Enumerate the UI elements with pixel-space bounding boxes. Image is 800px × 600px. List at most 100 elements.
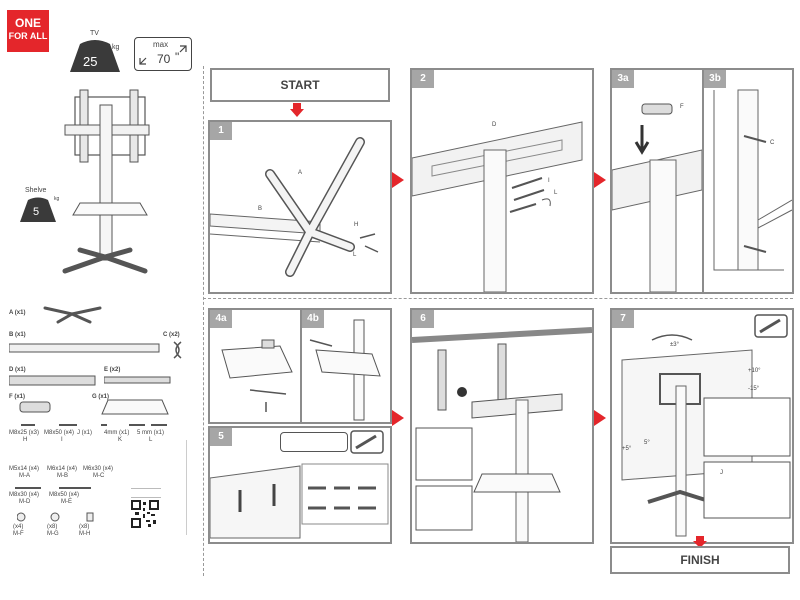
washers-icon	[17, 512, 94, 522]
part-label-g: G (x1)	[92, 394, 110, 400]
shelve-weight-unit: kg	[54, 196, 60, 202]
tv-weight-unit: kg	[112, 44, 120, 51]
diagonal-arrow-icon	[139, 45, 187, 65]
step-4a-panel: 4a	[208, 308, 302, 424]
step-5-illustration	[210, 463, 389, 539]
hw-spec-ma: M5x14 (x4)	[9, 466, 40, 472]
hw-spec-l: 5 mm (x1)	[137, 430, 164, 436]
next-arrow-icon	[392, 410, 404, 426]
tilt-up-label: +10°	[748, 368, 761, 374]
step-number: 2	[412, 70, 434, 88]
hw-code-mb: M-B	[57, 473, 68, 479]
part-column-b	[9, 341, 182, 359]
step-2-panel: 2 D I L	[410, 68, 594, 294]
hw-code-md: M-D	[19, 499, 31, 505]
hw-code-mg: M-G	[47, 531, 59, 537]
brand-logo: ONE FOR ALL	[7, 10, 49, 52]
column-divider	[203, 66, 204, 576]
hw-code-k: K	[118, 437, 123, 443]
step-4b-panel: 4b	[300, 308, 392, 424]
hw-spec-md: M8x30 (x4)	[9, 492, 40, 498]
hw-spec-mg: (x8)	[47, 524, 58, 530]
step-7-panel: 7 ±3° +10° -15° +5° 5° J	[610, 308, 794, 544]
hw-spec-mf: (x4)	[13, 524, 24, 530]
step-number: 3a	[612, 70, 634, 88]
step-5-panel: 5	[208, 426, 392, 544]
swivel-right-label: 5°	[644, 440, 650, 446]
hw-spec-me: M8x50 (x4)	[49, 492, 80, 498]
step-3b-panel: 3b C	[702, 68, 794, 294]
hardware-row-4: (x4) M-F (x8) M-G (x8) M-H	[9, 512, 119, 538]
hw-code-mc: M-C	[93, 473, 105, 479]
callout-j: J	[720, 470, 723, 476]
stand-overview-illustration	[62, 89, 150, 274]
rotate-label: ±3°	[670, 342, 680, 348]
hw-code-l: L	[149, 437, 153, 443]
qr-code	[131, 500, 159, 528]
part-base-a	[43, 306, 102, 324]
brand-line-2: FOR ALL	[8, 31, 48, 41]
shelve-weight-value: 5	[33, 206, 40, 218]
swivel-left-label: +5°	[622, 446, 632, 452]
part-arms-e	[104, 376, 171, 384]
max-label: max	[153, 40, 169, 49]
hw-code-mh: M-H	[79, 531, 91, 537]
callout-b: B	[258, 206, 263, 212]
callout-l2: L	[554, 190, 558, 196]
hw-spec-i: M8x50 (x4)	[44, 430, 75, 436]
part-label-d: D (x1)	[9, 367, 26, 373]
bolts-icon	[15, 487, 91, 489]
part-label-b: B (x1)	[9, 332, 26, 338]
step-1-panel: 1 A B H L	[208, 120, 392, 294]
step-4b-illustration	[309, 319, 381, 421]
weight-icon	[70, 40, 120, 72]
screws-icon	[21, 424, 167, 426]
hardware-row-2: M5x14 (x4) M-A M6x14 (x4) M-B M6x30 (x4)…	[9, 458, 119, 482]
part-label-c: C (x2)	[163, 332, 180, 338]
max-size-unit: "	[175, 50, 180, 64]
callout-a: A	[298, 170, 303, 176]
hw-spec-h: M8x25 (x3)	[9, 430, 40, 436]
hw-code-ma: M-A	[19, 473, 30, 479]
next-arrow-icon	[594, 172, 606, 188]
part-bracket-d	[9, 375, 96, 386]
hw-code-h: H	[23, 437, 28, 443]
tv-weight-badge: TV 25 kg	[66, 30, 124, 74]
part-shelf-g	[101, 399, 169, 415]
step-number: 4a	[210, 310, 232, 328]
callout-f: F	[680, 104, 684, 110]
hw-code-i: I	[61, 437, 63, 443]
hardware-row-3: M8x30 (x4) M-D M8x50 (x4) M-E	[9, 484, 119, 508]
step-3b-illustration	[713, 89, 792, 271]
tilt-down-label: -15°	[748, 386, 760, 392]
part-label-a: A (x1)	[9, 310, 26, 316]
step-6-illustration	[412, 327, 592, 542]
screwdriver-icon	[754, 314, 788, 338]
max-size-badge: max 70 "	[134, 37, 192, 71]
shelve-label: Shelve	[25, 187, 47, 194]
part-label-f: F (x1)	[9, 394, 26, 400]
part-label-e: E (x2)	[104, 367, 121, 373]
max-size-value: 70	[157, 52, 171, 66]
step-3a-panel: 3a F	[610, 68, 704, 294]
part-cap-f	[19, 401, 51, 413]
start-banner: START	[210, 68, 390, 102]
next-arrow-icon	[594, 410, 606, 426]
down-arrow-icon	[290, 103, 304, 117]
vertical-fine-print	[186, 440, 191, 535]
callout-h: H	[354, 222, 359, 228]
step-number: 1	[210, 122, 232, 140]
next-arrow-icon	[392, 172, 404, 188]
step-number: 4b	[302, 310, 324, 328]
step-number: 3b	[704, 70, 726, 88]
callout-c: C	[770, 140, 775, 146]
hw-code-mf: M-F	[13, 531, 24, 537]
hw-spec-mc: M6x30 (x4)	[83, 466, 114, 472]
row-divider	[203, 298, 793, 299]
callout-l: L	[353, 252, 357, 258]
hardware-row-1: M8x25 (x3) H M8x50 (x4) I J (x1) 4mm (x1…	[9, 420, 179, 450]
hw-spec-j: J (x1)	[77, 430, 92, 436]
brand-line-1: ONE	[14, 16, 41, 30]
step-number: 6	[412, 310, 434, 328]
down-arrow-icon	[693, 536, 707, 548]
